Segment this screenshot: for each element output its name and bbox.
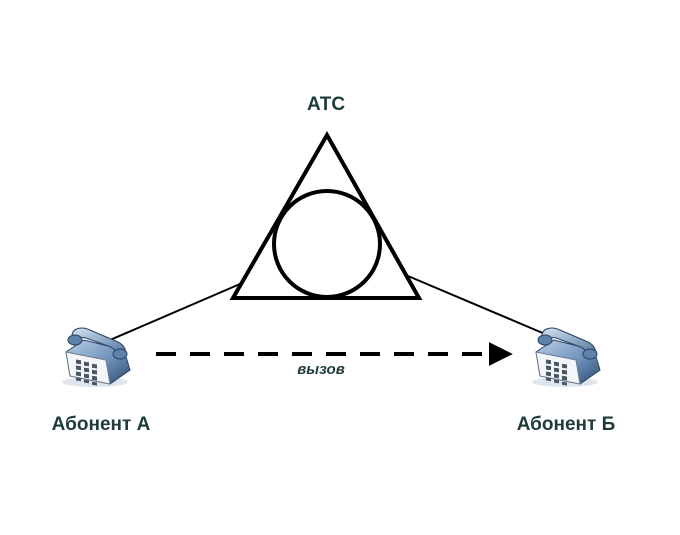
link-exchange-to-b <box>407 275 546 335</box>
subscriber-b-label: Абонент Б <box>517 414 616 435</box>
exchange-label: АТС <box>307 94 345 115</box>
call-label: вызов <box>297 361 345 378</box>
subscriber-b-phone-icon <box>531 327 601 388</box>
exchange-symbol-icon <box>229 130 423 300</box>
link-a-to-exchange <box>109 283 241 341</box>
subscriber-a-label: Абонент А <box>52 414 151 435</box>
